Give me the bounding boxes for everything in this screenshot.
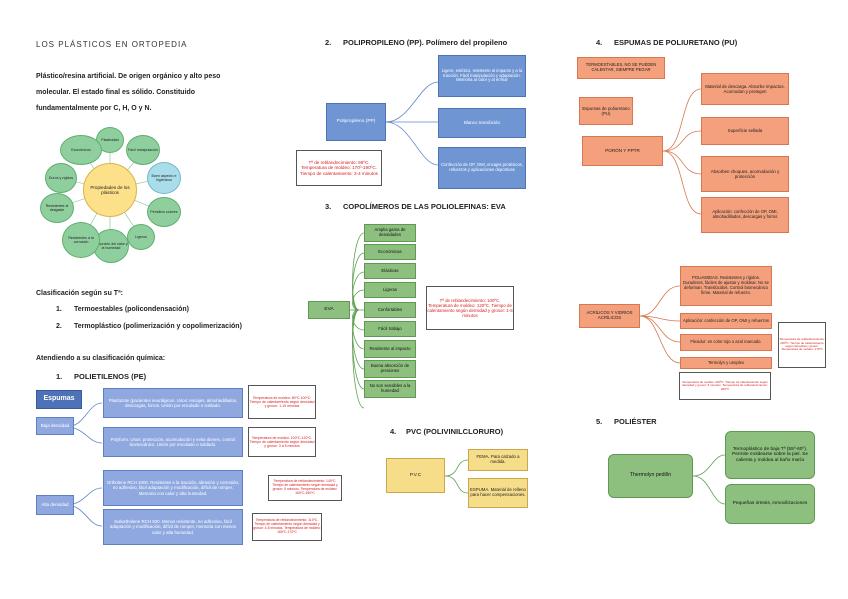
- property-circle: Resistentes al desgaste: [40, 193, 74, 223]
- intro-line-2: molecular. El estado final es sólido. Co…: [36, 89, 196, 96]
- pp-center-box: Polipropileno (PP): [326, 103, 386, 141]
- pp-note: Tª de reblandecimiento: 95ºC. Temperatur…: [296, 150, 382, 186]
- eva-item: Económicas: [364, 244, 416, 260]
- page-title: LOS PLÁSTICOS EN ORTOPEDIA: [36, 40, 188, 49]
- pe-subortholene-text: Subortholene RCH 500. Menos resistente, …: [109, 519, 237, 535]
- acrilicos-item: Termolyn y unoplex: [680, 357, 772, 369]
- poliester-title: POLIÉSTER: [614, 417, 657, 426]
- property-circle: Buen aspecto e higiénicos: [147, 162, 181, 194]
- pe-baja-box: Baja densidad: [36, 417, 74, 435]
- property-circle: Fácil manipulación: [126, 135, 160, 165]
- eva-item: Elásticas: [364, 263, 416, 279]
- pe-baja-label: Baja densidad: [40, 423, 70, 429]
- pvc-num: 4.: [390, 427, 397, 436]
- eva-item: Buena absorción de presiones: [364, 360, 416, 378]
- pe-title: POLIETILENOS (PE): [74, 372, 147, 381]
- pe-ortholene-text: Ortholene RCH 1000. Resistente a la trac…: [106, 480, 240, 496]
- pe-plastazote-note: Temperatura de moldeo: 80ºC-100ºC. Tiemp…: [248, 385, 316, 419]
- properties-center: Propiedades de los plásticos: [83, 163, 137, 217]
- poliester-num: 5.: [596, 417, 603, 426]
- classification-num-1: 1.: [56, 306, 62, 313]
- pe-num: 1.: [56, 372, 63, 381]
- pe-polyform-note: Temperatura de moldeo: 100ºC-120ºC. Tiem…: [248, 427, 316, 457]
- poliester-center-box: Thermolyn pedilín: [608, 454, 693, 498]
- pe-polyform-text: Polyform. Usos: protección, acomodación …: [110, 436, 236, 447]
- eva-item: Fácil trabajo: [364, 321, 416, 337]
- pu-item: Material de descarga. Absorbe impactos. …: [701, 73, 789, 105]
- acrilicos-note-right: Temperatura de reblandecimiento: 200ºC. …: [778, 322, 826, 368]
- eva-num: 3.: [325, 202, 332, 211]
- classification-item-1: Termoestables (policondensación): [74, 306, 190, 313]
- eva-item: Resistente al impacto: [364, 340, 416, 358]
- pu-title: ESPUMAS DE POLIURETANO (PU): [614, 38, 738, 47]
- pu-num: 4.: [596, 38, 603, 47]
- acrilicos-center-box: ACRÍLICOS Y VIDRIOS ACRÍLICOS: [579, 304, 640, 328]
- pu-poron-box: PORÓN Y PPTR: [582, 136, 663, 166]
- pe-espumas-label: Espumas: [43, 395, 75, 403]
- pu-item: Aplicación: confección de OP, OMI, almoh…: [701, 197, 789, 233]
- eva-item: No son sensibles a la humedad: [364, 380, 416, 398]
- property-circle: Duros y rígidos: [45, 163, 77, 193]
- pe-alta-label: Alta densidad: [41, 502, 69, 508]
- pp-title: POLIPROPILENO (PP). Polímero del propile…: [343, 38, 508, 47]
- pp-color-box: Blanco translúcido: [438, 108, 526, 138]
- eva-item: Ligeras: [364, 282, 416, 298]
- acrilicos-item: POLIAMIDAS. Resistentes y rígidos. Durad…: [680, 266, 772, 306]
- pvc-item: FEMA. Para calzado a medida.: [468, 449, 528, 471]
- eva-item: Confortables: [364, 302, 416, 318]
- pe-subortholene-note: Temperatura de reblandecimiento: 110ºC. …: [252, 513, 322, 541]
- pp-props-box: Ligero, estético, resistente al impacto …: [438, 55, 526, 97]
- pe-subortholene-box: Subortholene RCH 500. Menos resistente, …: [103, 509, 243, 545]
- pe-ortholene-box: Ortholene RCH 1000. Resistente a la trac…: [103, 470, 243, 506]
- pp-uses-box: Confección de OP, OMI, encajes protésico…: [438, 147, 526, 189]
- poliester-item: Termoplástico de baja Tª (55º-60º). Perm…: [725, 431, 815, 479]
- pp-num: 2.: [325, 38, 332, 47]
- eva-title: COPOLÍMEROS DE LAS POLIOLEFINAS: EVA: [343, 202, 506, 211]
- pu-top-box: TERMOESTABLES, NO SE PUEDEN CALENTAR, SI…: [577, 57, 665, 79]
- property-circle: Económicos: [60, 135, 102, 165]
- classification-num-2: 2.: [56, 323, 62, 330]
- acrilicos-item: Aplicación: confección de OP, OMI y refu…: [680, 313, 772, 329]
- pu-espumas-box: Espumas de poliuretano (PU): [579, 97, 633, 125]
- pvc-item: ESPUMA. Material de relleno para hacer c…: [468, 478, 528, 508]
- pu-item: Absorben choques, acomodación y protecci…: [701, 156, 789, 192]
- pe-ortholene-note: Temperatura de reblandecimiento: 140ºC. …: [268, 475, 342, 501]
- property-circle: Resistentes a la corrosión: [62, 222, 100, 258]
- intro-line-3: fundamentalmente por C, H, O y N.: [36, 105, 152, 112]
- poliester-item: Pequeñas órtesis, inmovilizaciones: [725, 484, 815, 524]
- classification-item-2: Termoplástico (polimerización y copolime…: [74, 323, 242, 330]
- pp-center-label: Polipropileno (PP): [336, 119, 376, 125]
- eva-note: Tª de reblandecimiento: 100ºC. Temperatu…: [426, 286, 514, 330]
- eva-center-box: EVA: [308, 301, 350, 319]
- chemical-heading: Atendiendo a su clasificación química:: [36, 355, 166, 362]
- pvc-title: PVC (POLIVINILCLORURO): [406, 427, 504, 436]
- pe-plastazote-text: Plastazote (pacientes neurálgicos. Usos:…: [108, 397, 238, 408]
- property-circle: Pensitivo colores: [147, 197, 181, 227]
- pe-alta-box: Alta densidad: [36, 495, 74, 515]
- pvc-center-box: P.V.C: [386, 458, 445, 493]
- acrilicos-note-bottom: Temperatura de moldeo: 200ºC. Tiempo de …: [679, 372, 771, 400]
- acrilicos-item: Flexidur: en color rojo o azul marcado.: [680, 334, 772, 351]
- intro-line-1: Plástico/resina artificial. De origen or…: [36, 73, 221, 80]
- pe-polyform-box: Polyform. Usos: protección, acomodación …: [103, 427, 243, 457]
- eva-item: Amplia gama de densidades: [364, 224, 416, 242]
- classification-heading: Clasificación según su Tª:: [36, 290, 123, 297]
- pe-plastazote-box: Plastazote (pacientes neurálgicos. Usos:…: [103, 388, 243, 418]
- pe-espumas-box: Espumas: [36, 390, 82, 409]
- property-circle: Ligeros: [127, 224, 155, 250]
- pu-item: Superficie sellada: [701, 117, 789, 145]
